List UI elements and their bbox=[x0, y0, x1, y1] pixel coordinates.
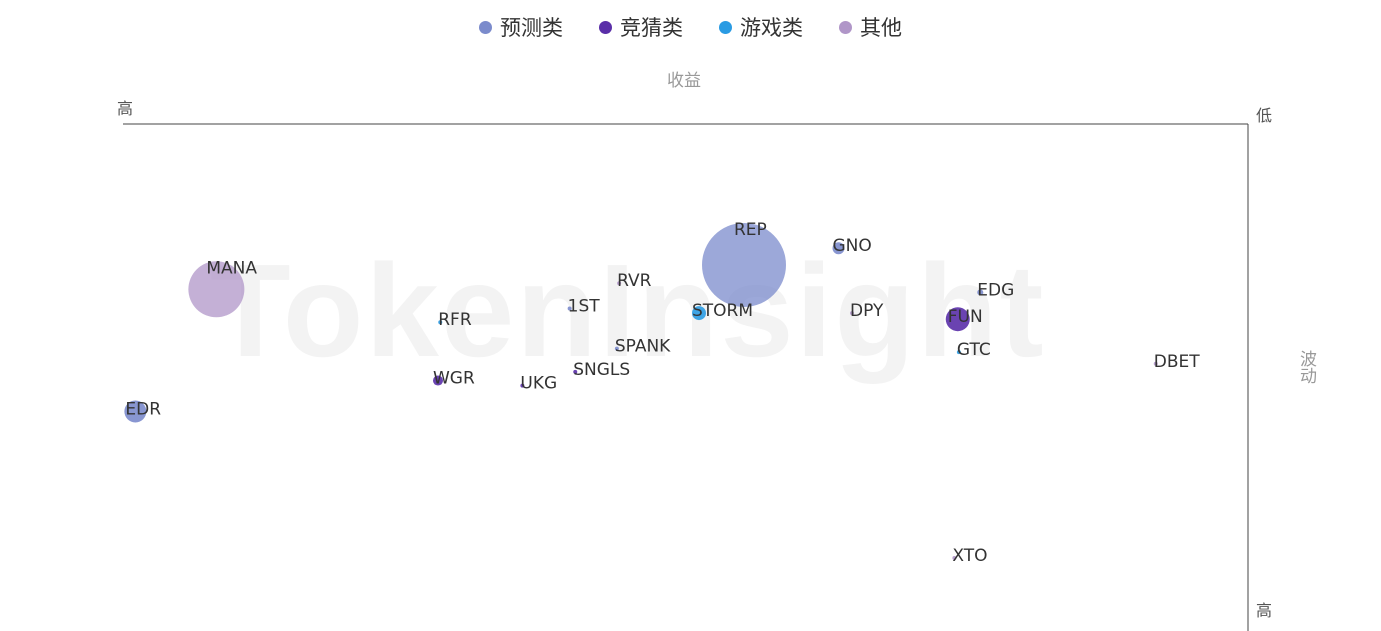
bubble-label-rvr: RVR bbox=[617, 271, 652, 291]
bubble-rvr[interactable] bbox=[617, 281, 622, 286]
bubble-label-dpy: DPY bbox=[850, 301, 884, 321]
y-axis-high-label: 高 bbox=[1256, 601, 1273, 620]
bubble-spank[interactable] bbox=[614, 346, 619, 351]
bubble-label-rep: REP bbox=[734, 220, 767, 240]
bubble-mana[interactable] bbox=[188, 261, 245, 318]
legend-dot-icon bbox=[599, 20, 612, 34]
bubble-gno[interactable] bbox=[832, 242, 845, 255]
y-axis-low-label: 低 bbox=[1256, 106, 1273, 125]
legend-label: 其他 bbox=[860, 16, 902, 40]
bubble-ukg[interactable] bbox=[520, 383, 525, 388]
legend-label: 游戏类 bbox=[740, 16, 803, 40]
bubble-label-edr: EDR bbox=[125, 399, 161, 419]
x-axis-high-label: 高 bbox=[117, 99, 134, 118]
bubble-rep[interactable] bbox=[702, 222, 786, 307]
bubble-wgr[interactable] bbox=[433, 375, 443, 386]
legend-label: 竞猜类 bbox=[620, 16, 683, 40]
bubble-rfr[interactable] bbox=[438, 320, 443, 325]
bubble-label-gtc: GTC bbox=[957, 340, 991, 360]
bubble-label-ukg: UKG bbox=[520, 374, 557, 394]
bubble-label-sngls: SNGLS bbox=[573, 360, 630, 380]
legend-dot-icon bbox=[719, 20, 732, 34]
bubble-label-fun: FUN bbox=[948, 307, 983, 327]
bubble-sngls[interactable] bbox=[573, 369, 578, 374]
bubble-label-wgr: WGR bbox=[433, 369, 475, 389]
bubble-fun[interactable] bbox=[945, 307, 970, 332]
bubble-dbet[interactable] bbox=[1153, 361, 1158, 366]
bubble-label-mana: MANA bbox=[206, 258, 257, 278]
bubble-dpy[interactable] bbox=[850, 311, 854, 316]
legend-dot-icon bbox=[839, 20, 852, 34]
chart-legend: 预测类 竞猜类 游戏类 其他 bbox=[0, 12, 1381, 42]
bubble-label-rfr: RFR bbox=[438, 310, 472, 330]
bubble-storm[interactable] bbox=[692, 306, 706, 321]
x-axis-title: 收益 bbox=[667, 71, 701, 91]
bubble-1st[interactable] bbox=[567, 306, 572, 311]
bubble-label-dbet: DBET bbox=[1154, 352, 1200, 372]
bubble-label-gno: GNO bbox=[833, 236, 872, 256]
legend-item-betting[interactable]: 竞猜类 bbox=[599, 12, 683, 42]
legend-label: 预测类 bbox=[500, 16, 563, 40]
y-axis-title: 波动 bbox=[1296, 350, 1316, 384]
bubble-edg[interactable] bbox=[977, 289, 984, 296]
legend-dot-icon bbox=[479, 20, 492, 34]
bubble-gtc[interactable] bbox=[956, 350, 961, 355]
legend-item-gaming[interactable]: 游戏类 bbox=[719, 12, 803, 42]
bubble-label-storm: STORM bbox=[692, 301, 753, 321]
bubble-label-1st: 1ST bbox=[568, 297, 601, 317]
bubble-label-spank: SPANK bbox=[615, 337, 671, 357]
bubble-label-xto: XTO bbox=[952, 546, 987, 566]
legend-item-prediction[interactable]: 预测类 bbox=[479, 12, 563, 42]
bubble-label-edg: EDG bbox=[977, 280, 1014, 300]
bubble-edr[interactable] bbox=[124, 400, 147, 423]
legend-item-other[interactable]: 其他 bbox=[839, 12, 902, 42]
watermark-logo: TokenInsight bbox=[210, 237, 1046, 384]
bubble-xto[interactable] bbox=[952, 555, 957, 560]
